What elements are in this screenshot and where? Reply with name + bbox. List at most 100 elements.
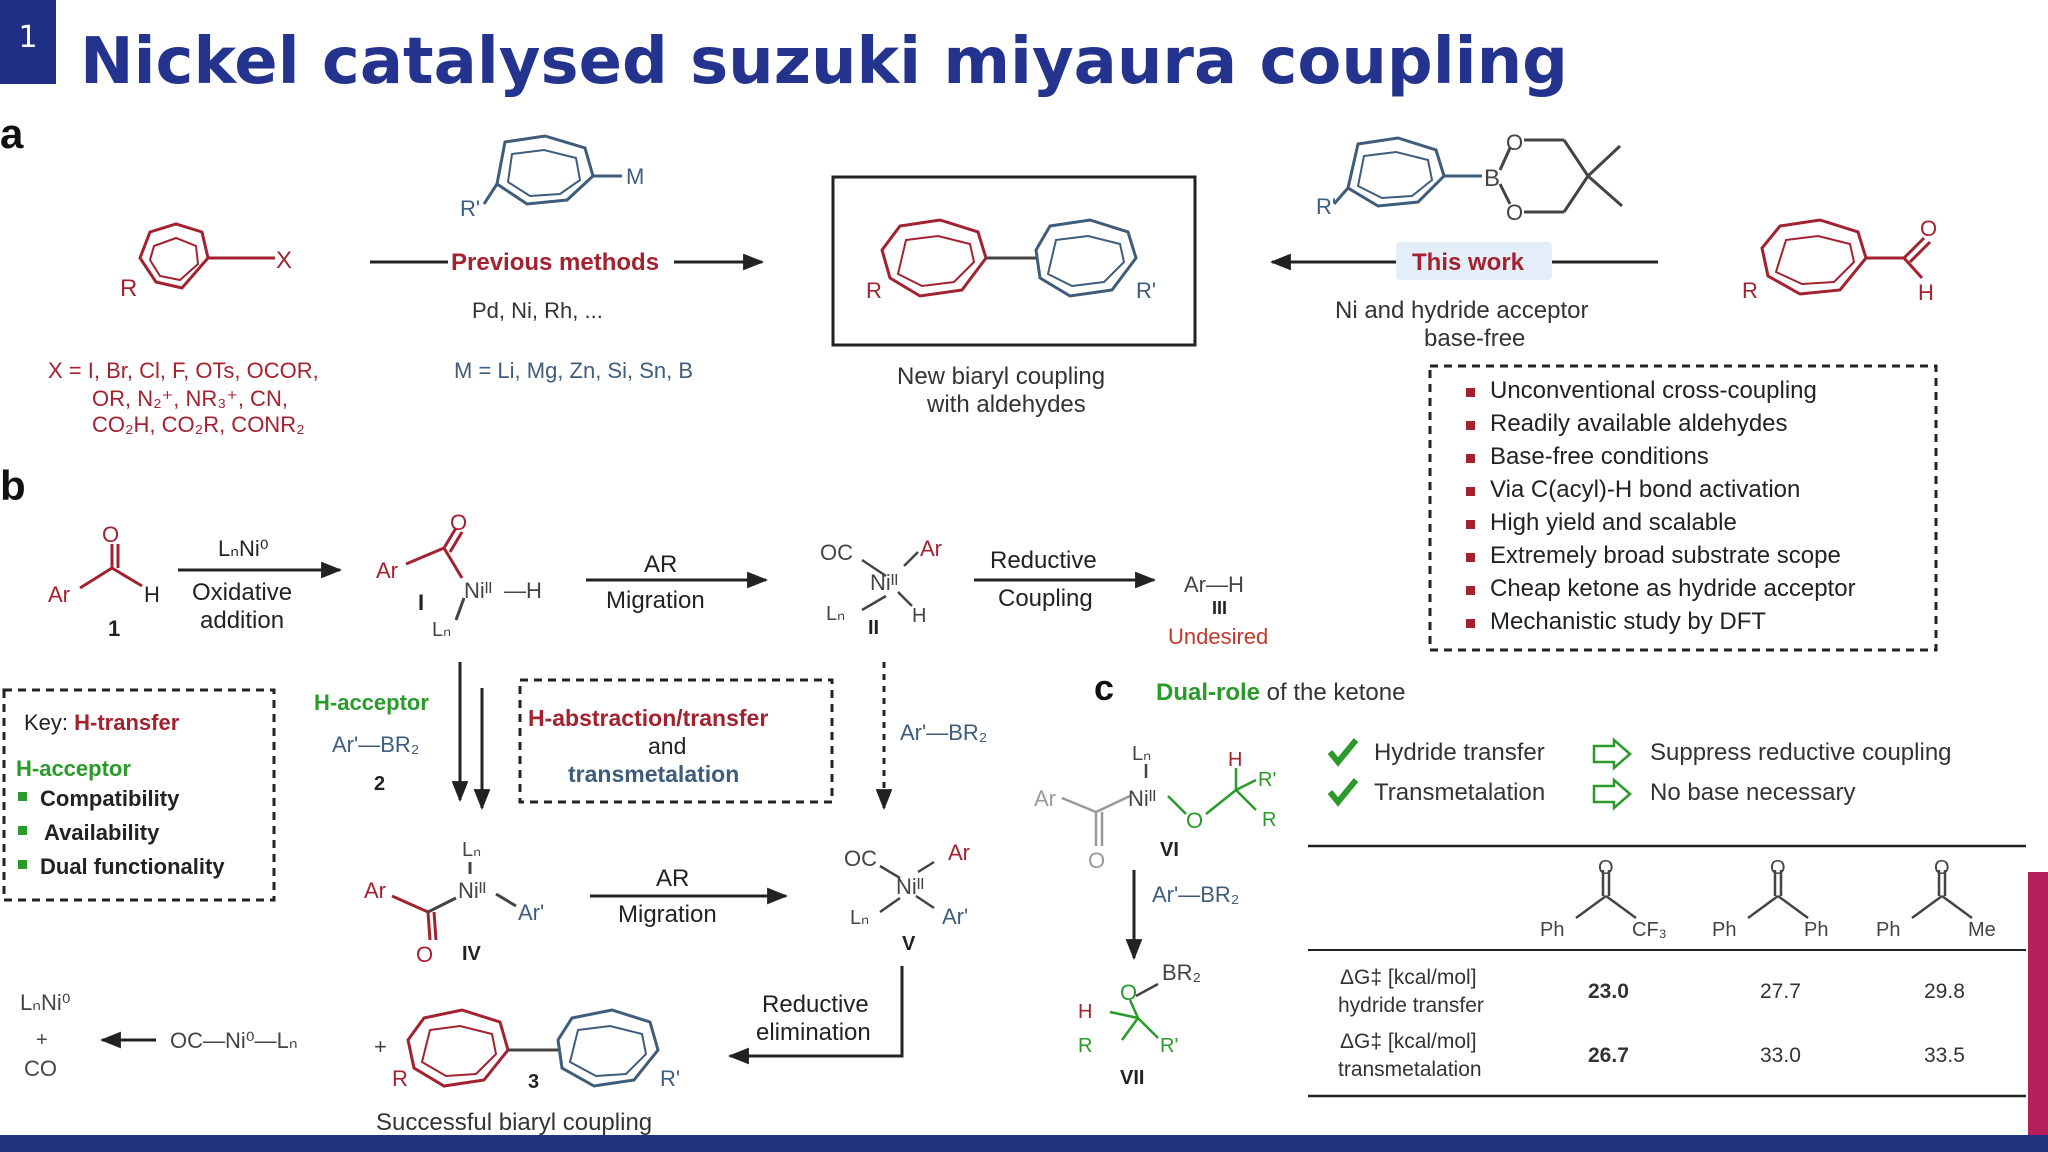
abstraction-line1: H-abstraction/transfer xyxy=(528,705,768,731)
intV-ni: Niᴵᴵ xyxy=(896,874,924,899)
key-title-em: H-transfer xyxy=(74,710,180,735)
aryl-boronate-structure xyxy=(1332,136,1623,214)
key-item-1: Availability xyxy=(44,820,160,845)
dg-value: 23.0 xyxy=(1588,980,1629,1003)
conditions-line1: Ni and hydride acceptor xyxy=(1335,297,1588,324)
intI-h: —H xyxy=(504,578,542,603)
intV-num: V xyxy=(902,933,916,955)
intVI-num: VI xyxy=(1160,839,1179,861)
feature-bullet xyxy=(1466,388,1475,397)
aryl-x-label: X xyxy=(276,247,292,274)
panel-c-reagent: Ar'—BR₂ xyxy=(1152,882,1239,907)
h-acceptor-reagent: Ar'—BR₂ xyxy=(332,732,419,757)
aldehyde-o-label: O xyxy=(1920,216,1937,241)
intII-oc: OC xyxy=(820,540,853,565)
dg-value: 33.0 xyxy=(1760,1044,1801,1067)
panel-c-label: c xyxy=(1094,667,1114,708)
x-list-line1: X = I, Br, Cl, F, OTs, OCOR, xyxy=(48,358,319,383)
product-caption-line2: with aldehydes xyxy=(926,391,1086,418)
key-acceptor: H-acceptor xyxy=(16,756,131,781)
h-acceptor-label: H-acceptor xyxy=(314,690,429,715)
step2-line1: AR xyxy=(644,551,677,578)
panel-c-heading-rest: of the ketone xyxy=(1260,679,1405,706)
regen-co: CO xyxy=(24,1056,57,1081)
intermediate-II-structure xyxy=(861,551,919,612)
aryl-metal-structure xyxy=(482,134,622,206)
intI-ar: Ar xyxy=(376,558,398,583)
aldehyde-r-label: R xyxy=(1742,278,1758,303)
intVI-o: O xyxy=(1186,808,1203,833)
step4-line2: Migration xyxy=(618,901,717,928)
feature-item: Mechanistic study by DFT xyxy=(1490,608,1766,635)
aldehyde-h-label: H xyxy=(1918,280,1934,305)
boronate-o1-label: O xyxy=(1506,130,1523,155)
biaryl-product-structure xyxy=(880,218,1138,298)
feature-item: Base-free conditions xyxy=(1490,443,1709,470)
ketone-left-group: Ph xyxy=(1540,919,1564,941)
panel-c-heading-em: Dual-role xyxy=(1156,679,1260,706)
step3-line1: Reductive xyxy=(990,547,1097,574)
feature-bullet xyxy=(1466,619,1475,628)
right-reagent: Ar'—BR₂ xyxy=(900,720,987,745)
intII-ni: Niᴵᴵ xyxy=(870,570,898,595)
slide-title: Nickel catalysed suzuki miyaura coupling xyxy=(80,25,1568,99)
arrow-right-icon xyxy=(1592,777,1632,811)
product3-r2: R' xyxy=(660,1066,680,1091)
feature-item: Unconventional cross-coupling xyxy=(1490,377,1817,404)
intVII-o: O xyxy=(1120,980,1137,1005)
h-acceptor-num: 2 xyxy=(374,773,385,795)
role-right: No base necessary xyxy=(1650,779,1855,806)
ketone-left-group: Ph xyxy=(1712,919,1736,941)
x-list-line2: OR, N₂⁺, NR₃⁺, CN, xyxy=(92,386,288,411)
abstraction-box xyxy=(518,678,834,804)
slide-number: 1 xyxy=(0,0,56,84)
intI-l: Lₙ xyxy=(432,619,451,641)
feature-bullet xyxy=(1466,553,1475,562)
feature-bullet xyxy=(1466,454,1475,463)
cmpd3-num: III xyxy=(1212,598,1227,618)
intIV-o: O xyxy=(416,942,433,967)
intVII-h: H xyxy=(1078,1001,1092,1023)
cmpd1-num: 1 xyxy=(108,616,120,641)
m-list-label: M = Li, Mg, Zn, Si, Sn, B xyxy=(454,358,693,383)
step5-line1: Reductive xyxy=(762,991,869,1018)
panel-a-label: a xyxy=(0,110,24,157)
aryl-r-label: R xyxy=(120,275,137,302)
regen-complex: OC—Ni⁰—Lₙ xyxy=(170,1028,298,1053)
intVI-ar: Ar xyxy=(1034,786,1056,811)
step1-reagent: LₙNi⁰ xyxy=(218,536,269,561)
intermediate-V-structure xyxy=(879,860,935,914)
intI-ni: Niᴵᴵ xyxy=(464,578,492,603)
intVII-num: VII xyxy=(1120,1067,1144,1089)
aldehyde-1-structure xyxy=(79,544,143,590)
biaryl-product-3-structure xyxy=(406,1008,660,1088)
role-right: Suppress reductive coupling xyxy=(1650,739,1952,766)
key-item-0: Compatibility xyxy=(40,786,180,811)
intIV-num: IV xyxy=(462,943,482,965)
catalysts-label: Pd, Ni, Rh, ... xyxy=(472,298,603,323)
key-item-2: Dual functionality xyxy=(40,854,225,879)
product3-r: R xyxy=(392,1066,408,1091)
intVI-l: Lₙ xyxy=(1132,743,1151,765)
product3-num: 3 xyxy=(528,1071,539,1093)
cmpd1-ar: Ar xyxy=(48,582,70,607)
reductive-elimination-arrow xyxy=(727,966,904,1065)
abstraction-line3: transmetalation xyxy=(568,761,739,787)
intIV-l: Lₙ xyxy=(462,839,481,861)
intV-ar2: Ar' xyxy=(942,904,968,929)
cmpd1-h: H xyxy=(144,582,160,607)
intII-l: Lₙ xyxy=(826,603,845,625)
product3-caption: Successful biaryl coupling xyxy=(376,1109,652,1135)
ketone-right-group: Me xyxy=(1968,919,1996,941)
dg-value: 26.7 xyxy=(1588,1044,1629,1067)
aryl-m-label: M xyxy=(626,164,644,189)
undesired-label: Undesired xyxy=(1168,624,1268,649)
intermediate-IV-structure xyxy=(391,862,517,941)
biaryl-product-box xyxy=(831,175,1197,347)
intII-ar: Ar xyxy=(920,536,942,561)
previous-methods-label: Previous methods xyxy=(451,249,659,276)
check-icon xyxy=(1327,738,1359,767)
step2-line2: Migration xyxy=(606,587,705,614)
intermediate-VII-structure xyxy=(1109,982,1159,1041)
